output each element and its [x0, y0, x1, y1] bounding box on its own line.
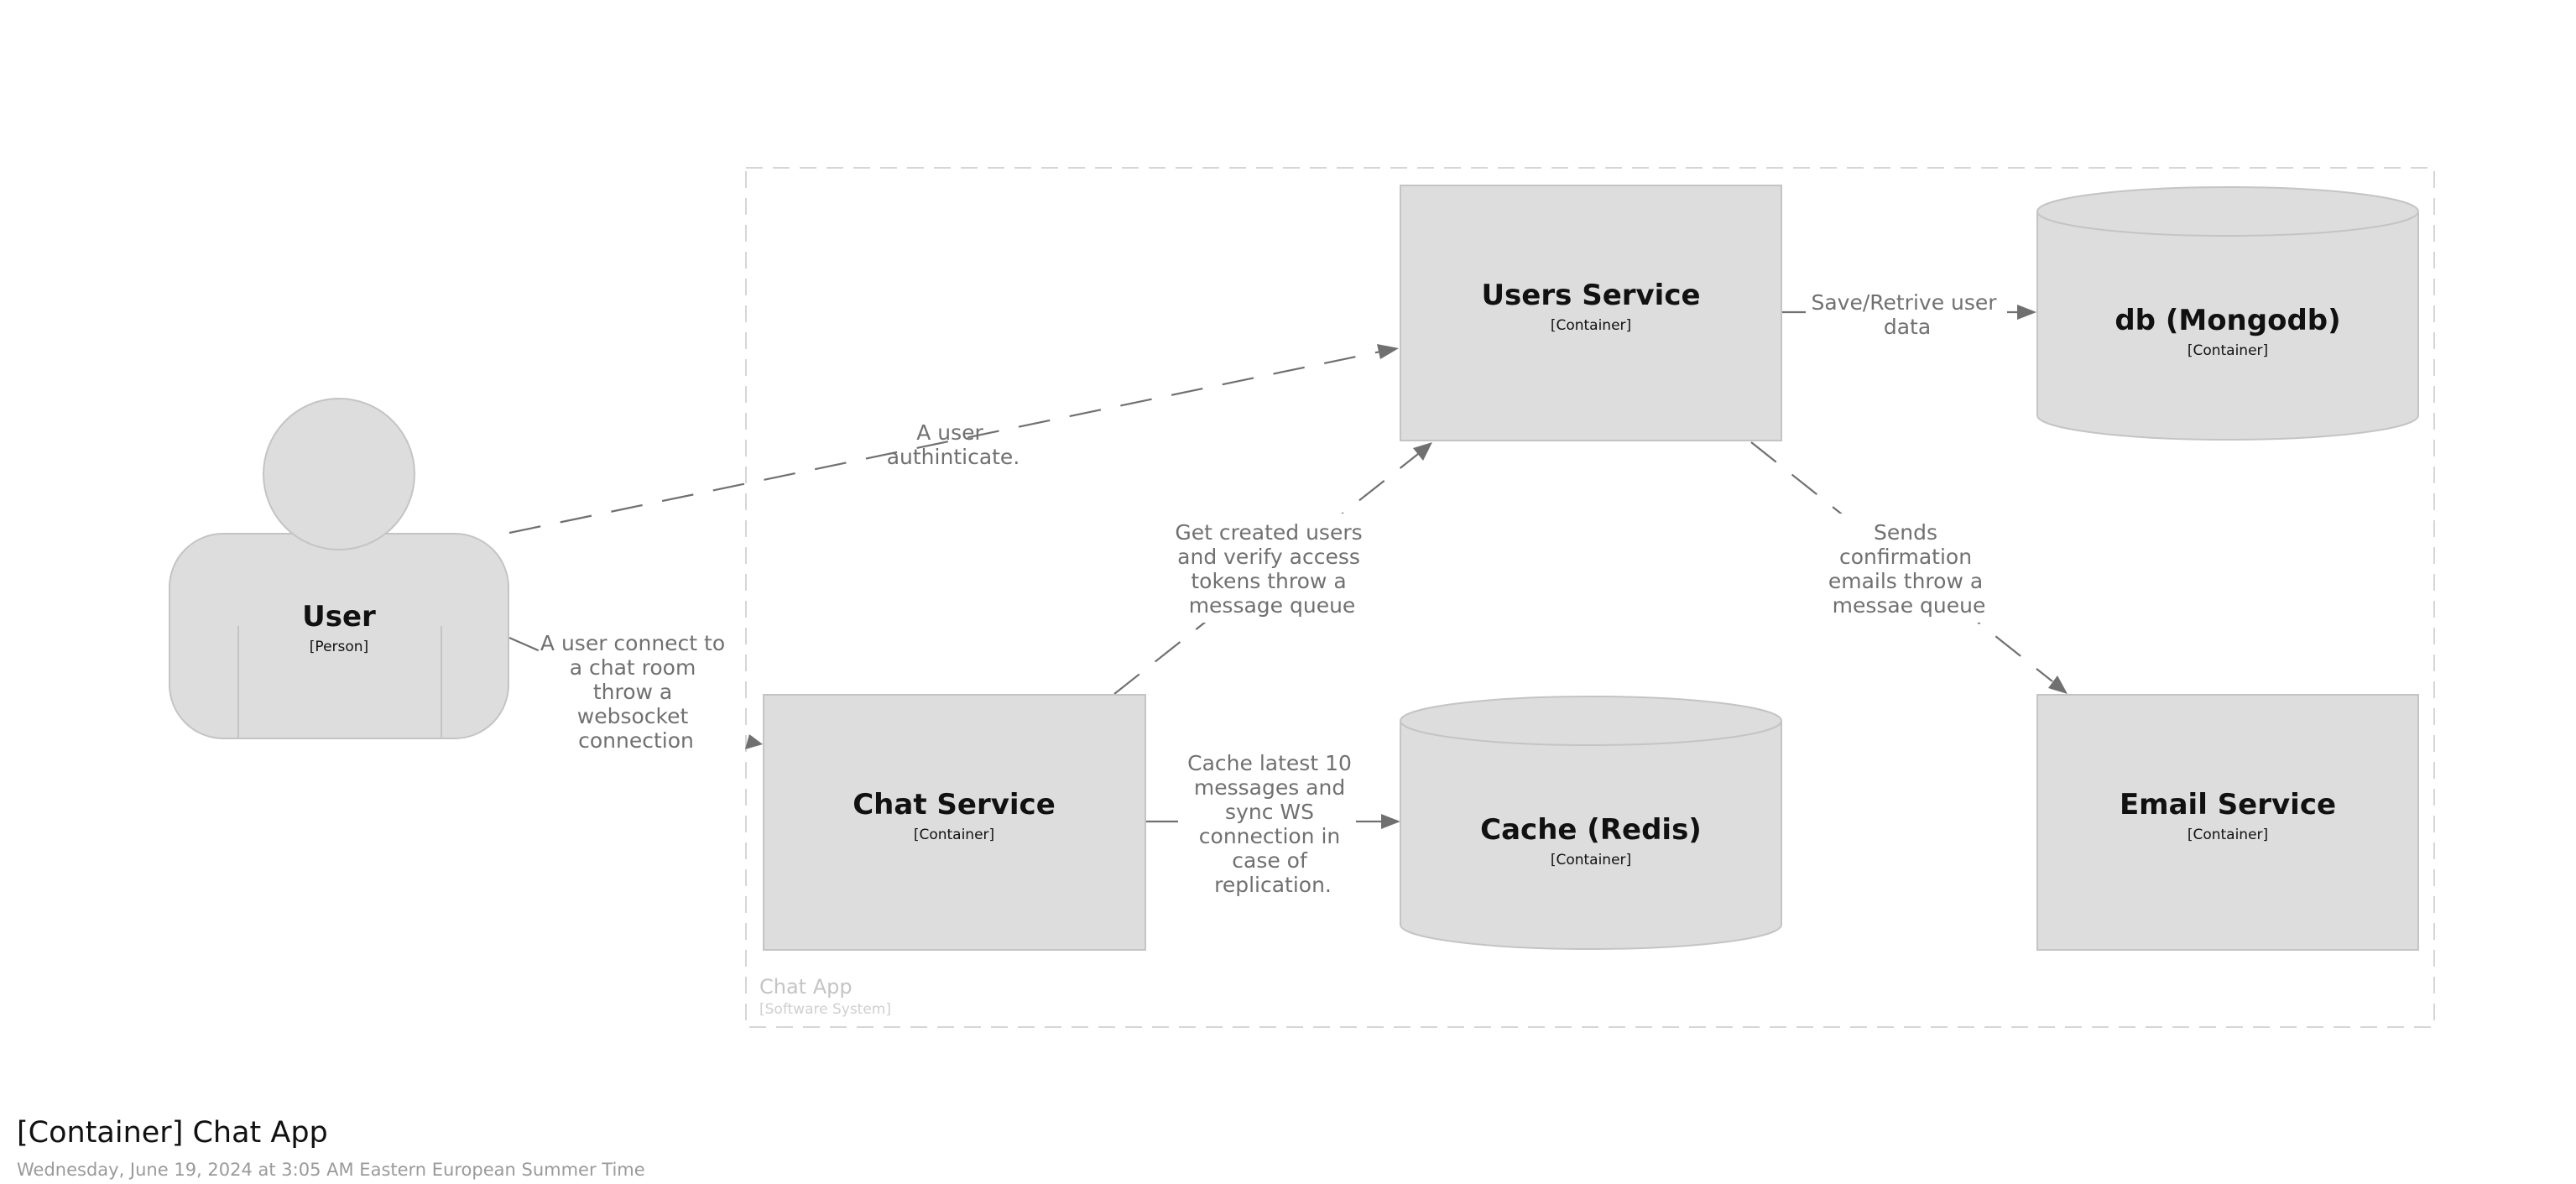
node-title: Chat Service [853, 788, 1056, 821]
node-chat-service[interactable]: Chat Service [Container] [763, 694, 1146, 951]
database-cylinder-icon [1400, 696, 1782, 950]
edge-label-line: Save/Retrive user [1811, 290, 1997, 315]
database-rim [1400, 720, 1782, 746]
container-box [1400, 185, 1782, 441]
edge-label-line: authinticate. [887, 445, 1020, 469]
edge-label-line: and verify access [1177, 545, 1360, 569]
node-title: User [302, 600, 376, 634]
edge-label: Cache latest 10 messages and sync WS con… [1187, 751, 1358, 897]
node-cache-redis[interactable]: Cache (Redis) [Container] [1400, 696, 1782, 950]
database-cylinder-icon [2036, 186, 2419, 441]
diagram-date: Wednesday, June 19, 2024 at 3:05 AM East… [17, 1160, 645, 1180]
node-type: [Container] [914, 827, 994, 843]
edge-user-to-users-service[interactable]: A user authinticate. [508, 344, 1399, 535]
person-head-icon [263, 398, 415, 550]
diagram-title: [Container] Chat App [17, 1116, 328, 1150]
node-title: Cache (Redis) [1480, 813, 1702, 847]
edge-chat-to-cache[interactable]: Cache latest 10 messages and sync WS con… [1146, 750, 1400, 900]
edge-label: Sends confirmation emails throw a messae… [1828, 520, 1989, 618]
edge-label-line: data [1884, 315, 1931, 339]
node-title: db (Mongodb) [2115, 304, 2340, 337]
arrow-head-icon [1413, 442, 1432, 461]
edge-label-line: confirmation [1839, 545, 1972, 569]
edge-label-line: throw a [593, 680, 672, 704]
edge-line [1750, 441, 2053, 682]
arrow-head-icon [745, 734, 763, 749]
edge-label: Get created users and verify access toke… [1175, 520, 1369, 618]
person-body [169, 533, 509, 739]
edge-label: A user authinticate. [887, 420, 1020, 469]
edge-label-line: replication. [1214, 873, 1332, 897]
arrow-head-icon [2048, 675, 2068, 694]
edge-label-line: A user [916, 420, 983, 445]
node-user[interactable]: User [Person] [169, 398, 509, 739]
arrow-head-icon [1381, 814, 1400, 829]
edge-label-backdrop [1819, 514, 1999, 623]
edge-label-line: Sends [1874, 520, 1937, 545]
edge-line [508, 350, 1381, 535]
boundary-chat-app[interactable]: Chat App [Software System] [745, 167, 2435, 1028]
edge-label-line: case of [1232, 848, 1308, 873]
edge-user-to-chat-service[interactable]: A user connect to a chat room throw a we… [508, 626, 763, 759]
node-type: [Container] [2188, 342, 2268, 359]
node-db-mongodb[interactable]: db (Mongodb) [Container] [2036, 186, 2419, 441]
node-type: [Container] [1551, 317, 1631, 334]
edge-label-line: messae queue [1833, 593, 1986, 618]
edge-label-backdrop [1806, 289, 2007, 341]
edge-label-line: websocket [577, 704, 689, 728]
boundary-frame [745, 167, 2435, 1028]
node-email-service[interactable]: Email Service [Container] [2036, 694, 2419, 951]
edge-users-service-to-email[interactable]: Sends confirmation emails throw a messae… [1750, 441, 2068, 694]
database-rim [2036, 211, 2419, 237]
node-type: [Container] [1551, 852, 1631, 868]
edge-label-line: A user connect to [540, 631, 725, 655]
edge-label-line: connection [578, 728, 694, 753]
edge-label-line: Cache latest 10 [1187, 751, 1352, 775]
edge-label-line: connection in [1199, 824, 1340, 848]
edge-label-line: tokens throw a [1191, 569, 1346, 593]
edge-label: Save/Retrive user data [1811, 290, 2003, 339]
arrow-head-icon [1377, 344, 1399, 359]
edge-label-line: sync WS [1225, 800, 1314, 824]
edge-label-backdrop [1175, 514, 1369, 623]
boundary-type: [Software System] [759, 1001, 891, 1018]
edge-chat-to-users-service[interactable]: Get created users and verify access toke… [1113, 442, 1432, 695]
node-title: Email Service [2120, 788, 2336, 821]
edge-label-line: Get created users [1175, 520, 1362, 545]
container-box [2036, 694, 2419, 951]
arrow-head-icon [2017, 305, 2036, 320]
edge-label-backdrop [539, 626, 733, 759]
edge-label: A user connect to a chat room throw a we… [540, 631, 732, 753]
node-type: [Person] [310, 639, 368, 655]
edge-line [1113, 453, 1419, 695]
container-box [763, 694, 1146, 951]
node-title: Users Service [1481, 279, 1700, 312]
node-users-service[interactable]: Users Service [Container] [1400, 185, 1782, 441]
boundary-name: Chat App [759, 975, 853, 999]
edge-label-line: a chat room [570, 655, 696, 680]
edge-label-backdrop [1192, 750, 1356, 900]
edge-users-service-to-db[interactable]: Save/Retrive user data [1781, 289, 2036, 341]
node-type: [Container] [2188, 827, 2268, 843]
edge-label-line: message queue [1189, 593, 1356, 618]
edge-label-line: messages and [1194, 775, 1345, 800]
edge-label-line: emails throw a [1828, 569, 1983, 593]
